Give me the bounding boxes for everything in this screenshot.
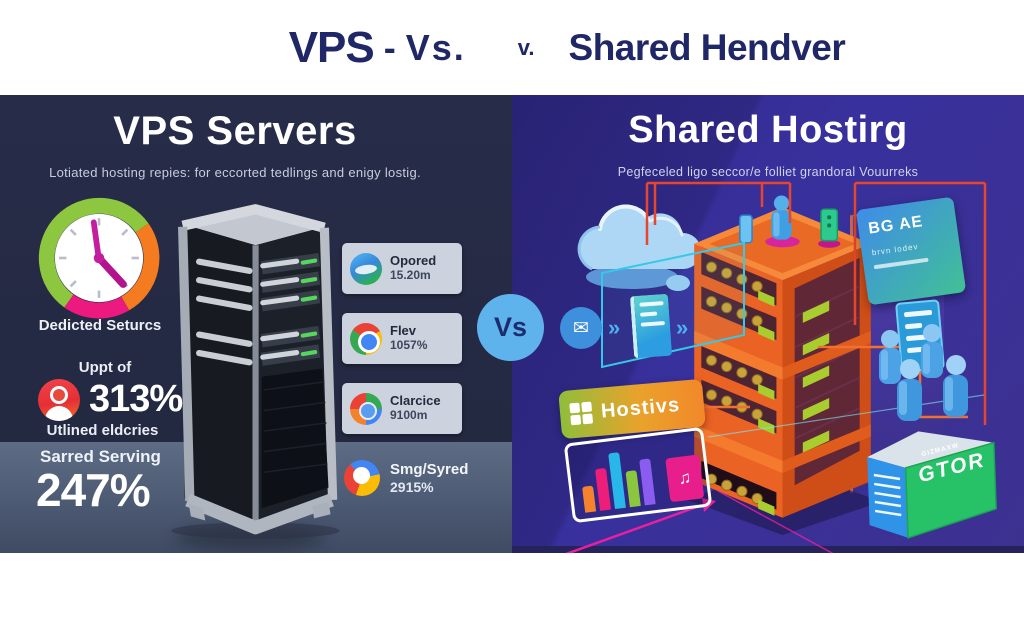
vps-panel: VPS Servers Lotiated hosting repies: for… [0,95,512,553]
stat-label: Opored [390,253,437,269]
title-vps: VPS [288,22,375,72]
stat-card-flev: Flev 1057% [342,313,462,364]
bg-ae-card: BG AE brvn lodev [855,196,967,306]
flow-arrows-icon: » [608,315,620,340]
bg-ae-subtext: brvn lodev [871,241,919,258]
mini-bar-chart: ♫ [563,426,713,524]
stat-value: 9100m [390,408,428,423]
flow-arrows-icon: » [676,315,688,340]
gtor-box-shape [867,431,997,539]
chart-bar [582,485,597,513]
stat-value: 2915% [390,478,434,495]
vps-panel-subtitle: Lotiated hosting repies: for eccorted te… [49,165,421,180]
chart-bar [594,467,612,511]
shared-serving-label: Sarred Serving [40,447,161,466]
person-on-rack-icon [771,195,792,240]
chrome-icon [350,322,382,355]
hostivs-label: Hostivs [600,393,681,423]
music-note-block: ♫ [665,454,705,503]
shared-panel-heading: Shared Hostirg [628,109,908,151]
stat-value: 15.20m [390,268,431,283]
chart-bar [639,458,656,506]
uptime-caption: Utlined eldcries [46,422,159,439]
dedicated-servers-caption: Dedicted Seturcs [38,317,162,334]
vps-panel-heading: VPS Servers [113,109,357,153]
gtor-box: GIZMAXW GTOR [858,413,1002,544]
envelope-icon: ✉ [560,307,602,349]
bottom-margin [0,553,1024,640]
shared-serving-value: 247% [36,464,151,516]
clock-icon [38,197,160,319]
vs-badge: Vs [477,294,544,361]
title-vs: Vs. [405,26,466,68]
globe-browser-icon [350,252,382,285]
stat-card-opored: Opored 15.20m [342,243,462,294]
windows-grid-icon [569,401,594,426]
decorative-line [873,257,929,270]
uptime-value: 313% [89,378,183,420]
title-v: v. [517,34,535,60]
chart-bar [625,470,641,508]
green-device-icon [820,208,839,242]
data-card-icon [629,293,673,359]
uptime-label: Uppt of [78,359,132,376]
multicolor-ring-icon [344,460,380,496]
bg-ae-title: BG AE [867,213,925,238]
colorwheel-icon [350,392,382,425]
stat-label: Clarcice [390,393,441,409]
mini-bar-chart-bars [576,441,669,513]
shared-panel-subtitle: Pegfeceled ligo seccor/e folliet grandor… [617,165,919,179]
shared-server-rack-illustration [686,195,882,535]
user-avatar-icon [38,378,80,421]
server-tower-illustration [171,204,340,539]
stat-label: Flev [390,323,417,339]
title-dash: - [383,26,396,68]
title-shared: Shared Hendver [568,26,846,68]
blue-slab-icon [739,214,753,244]
chart-bar [608,452,626,510]
stat-item-smg-syred: Smg/Syred 2915% [338,451,468,505]
uptime-stat: 313% [38,378,183,421]
page-title: VPS - Vs. v. Shared Hendver [0,0,1024,95]
stat-card-clarcice: Clarcice 9100m [342,383,462,434]
shared-hosting-panel: Shared Hostirg Pegfeceled ligo seccor/e … [512,95,1024,553]
stat-value: 1057% [390,338,428,353]
stat-label: Smg/Syred [390,461,469,479]
